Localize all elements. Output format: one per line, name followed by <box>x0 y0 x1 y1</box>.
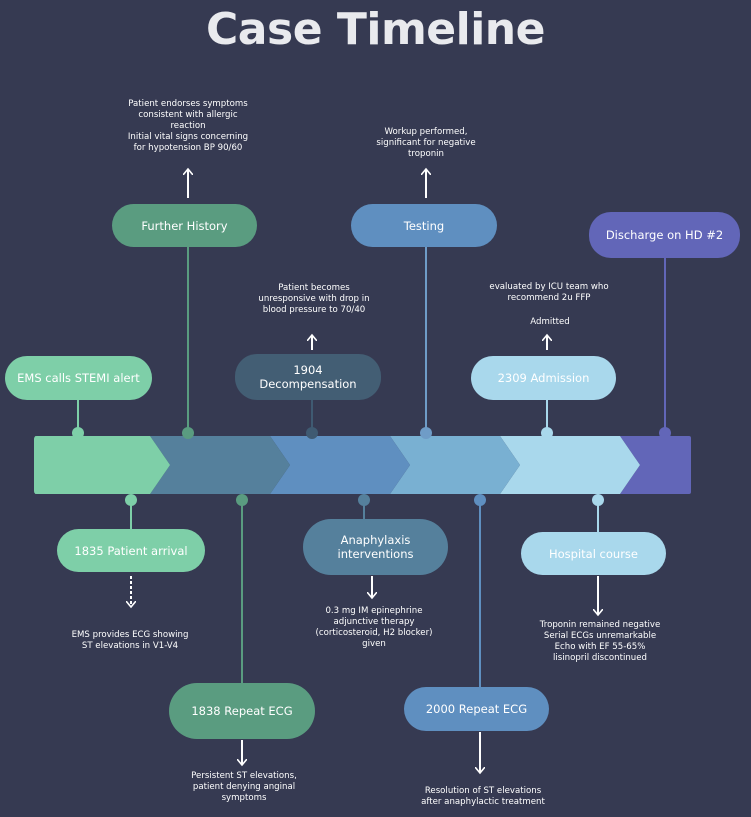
note-anaphylaxis: 0.3 mg IM epinephrine adjunctive therapy… <box>315 606 433 649</box>
event-admission: 2309 Admission <box>471 356 616 400</box>
event-label: Further History <box>141 218 228 233</box>
timeline-segment-4 <box>270 436 410 494</box>
milestone-dot <box>182 427 194 439</box>
note-patient-arrival: EMS provides ECG showing ST elevations i… <box>71 630 189 651</box>
event-ems-stemi-alert: EMS calls STEMI alert <box>5 356 152 400</box>
event-label: Testing <box>403 218 445 233</box>
event-anaphylaxis-interventions: Anaphylaxis interventions <box>303 519 448 575</box>
milestone-dot <box>72 427 84 439</box>
timeline-segment-6 <box>500 436 640 494</box>
event-patient-arrival: 1835 Patient arrival <box>57 529 205 572</box>
milestone-dot <box>659 427 671 439</box>
page-title: Case Timeline <box>206 4 545 55</box>
event-label: Hospital course <box>548 546 639 561</box>
timeline-segment-5 <box>390 436 520 494</box>
note-repeat-ecg-1838: Persistent ST elevations, patient denyin… <box>191 771 297 803</box>
note-further-history: Patient endorses symptoms consistent wit… <box>127 99 249 153</box>
event-label: 1904 Decompensation <box>259 363 357 391</box>
event-label: 1835 Patient arrival <box>74 543 188 558</box>
milestone-dot <box>306 427 318 439</box>
event-label: 1838 Repeat ECG <box>191 704 293 718</box>
timeline-segment-7 <box>620 436 691 494</box>
event-hospital-course: Hospital course <box>521 532 666 575</box>
note-hospital-course: Troponin remained negative Serial ECGs u… <box>539 620 661 663</box>
note-testing: Workup performed, significant for negati… <box>376 127 476 159</box>
note-admission-icu: evaluated by ICU team who recommend 2u F… <box>489 282 609 303</box>
note-arrows <box>131 170 598 772</box>
milestone-dot <box>420 427 432 439</box>
milestone-dot <box>541 427 553 439</box>
timeline-segment-3 <box>150 436 290 494</box>
note-admission-admitted: Admitted <box>530 317 570 327</box>
event-further-history: Further History <box>112 204 257 247</box>
event-label: EMS calls STEMI alert <box>17 371 140 385</box>
note-decompensation: Patient becomes unresponsive with drop i… <box>258 283 370 315</box>
upper-connectors <box>72 244 671 439</box>
note-repeat-ecg-2000: Resolution of ST elevations after anaphy… <box>421 786 545 807</box>
lower-connectors <box>125 494 604 688</box>
event-label: Anaphylaxis interventions <box>337 533 414 561</box>
event-repeat-ecg-2000: 2000 Repeat ECG <box>404 687 549 731</box>
event-decompensation: 1904 Decompensation <box>235 354 381 400</box>
timeline-band <box>34 436 691 494</box>
timeline-segment-1 <box>34 436 170 494</box>
event-label: 2000 Repeat ECG <box>425 702 528 716</box>
event-discharge: Discharge on HD #2 <box>589 212 740 258</box>
event-repeat-ecg-1838: 1838 Repeat ECG <box>169 683 315 739</box>
event-testing: Testing <box>351 204 497 247</box>
event-label: 2309 Admission <box>497 371 590 385</box>
event-label: Discharge on HD #2 <box>605 228 724 242</box>
